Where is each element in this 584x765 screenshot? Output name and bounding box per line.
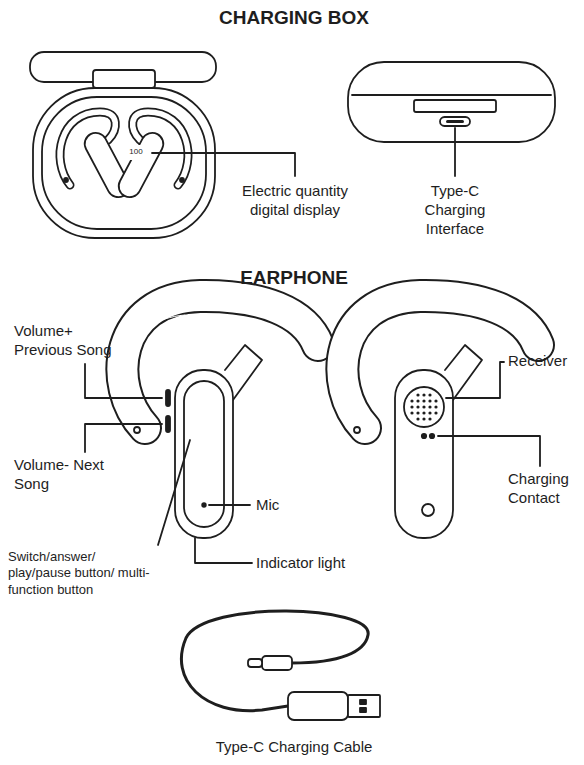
type-c-plug-body: [262, 656, 292, 670]
usb-a-hole: [360, 700, 366, 704]
leader-line: [438, 436, 540, 466]
closed-charging-box: [348, 62, 555, 176]
part-name: Electric quantity digital display: [222, 182, 368, 220]
hook-dot: [134, 427, 140, 433]
grill-hole: [434, 405, 437, 408]
receiver-grill: [404, 387, 444, 427]
grill-hole: [428, 405, 431, 408]
volume-down-button: [166, 416, 170, 432]
case-tab: [414, 100, 496, 112]
grill-hole: [416, 417, 419, 420]
grill-hole: [422, 411, 425, 414]
leader-line: [152, 153, 295, 176]
leader-line: [446, 362, 504, 398]
charging-contact: [422, 434, 426, 438]
stem: [175, 370, 233, 538]
grill-hole: [428, 399, 431, 402]
part-name: Switch/answer/ play/pause button/ multi-…: [8, 549, 158, 598]
section-heading: CHARGING BOX: [2, 6, 584, 30]
usb-a-hole: [360, 708, 366, 712]
part-name: Volume+ Previous Song: [14, 322, 126, 360]
port-tongue: [446, 120, 464, 123]
section-heading: EARPHONE: [2, 266, 584, 290]
type-c-cable: [181, 611, 380, 720]
charging-contact: [430, 434, 434, 438]
type-c-plug-tip: [248, 659, 262, 667]
grill-hole: [410, 411, 413, 414]
grill-holes: [410, 393, 437, 420]
grill-hole: [422, 393, 425, 396]
part-name: Indicator light: [256, 554, 396, 573]
display-ground: [124, 145, 148, 160]
grill-hole: [422, 417, 425, 420]
grill-hole: [416, 399, 419, 402]
case-closed: [348, 62, 555, 142]
case-body: [33, 88, 215, 238]
volume-up-button: [166, 390, 170, 406]
stem: [395, 370, 453, 538]
grill-hole: [416, 393, 419, 396]
grill-hole: [434, 399, 437, 402]
hook-dot: [354, 427, 360, 433]
grill-hole: [434, 411, 437, 414]
bud-dot: [180, 178, 184, 182]
leader-line: [158, 440, 190, 545]
leader-line: [209, 504, 250, 506]
grill-hole: [428, 393, 431, 396]
grill-hole: [416, 405, 419, 408]
leader-line: [85, 364, 162, 398]
bud-stem: [115, 129, 167, 201]
part-name: Charging Contact: [508, 470, 580, 508]
usb-a-connector: [348, 695, 380, 717]
display-digits: 100: [124, 147, 148, 157]
part-name: Mic: [256, 496, 336, 515]
grill-hole: [422, 405, 425, 408]
grill-hole: [428, 411, 431, 414]
part-name: Type-C Charging Cable: [2, 738, 584, 757]
lid-seam: [352, 94, 551, 96]
part-name: Volume- Next Song: [14, 456, 106, 494]
grill-hole: [422, 399, 425, 402]
leader-line: [85, 424, 162, 452]
grill-hole: [416, 411, 419, 414]
leader-line: [454, 128, 456, 176]
case-rim: [42, 97, 206, 229]
leader-line: [195, 538, 252, 563]
case-hinge: [93, 70, 155, 88]
back-dot: [422, 504, 434, 516]
grill-hole: [410, 399, 413, 402]
earphone-front: [85, 296, 318, 563]
grill-hole: [410, 405, 413, 408]
part-name: Type-C Charging Interface: [402, 182, 508, 238]
type-c-port: [440, 117, 470, 126]
grill-hole: [428, 417, 431, 420]
mic-hole: [202, 503, 206, 507]
part-name: Receiver: [508, 352, 582, 371]
usb-a-plug-body: [288, 692, 348, 720]
bud-dot: [64, 178, 68, 182]
